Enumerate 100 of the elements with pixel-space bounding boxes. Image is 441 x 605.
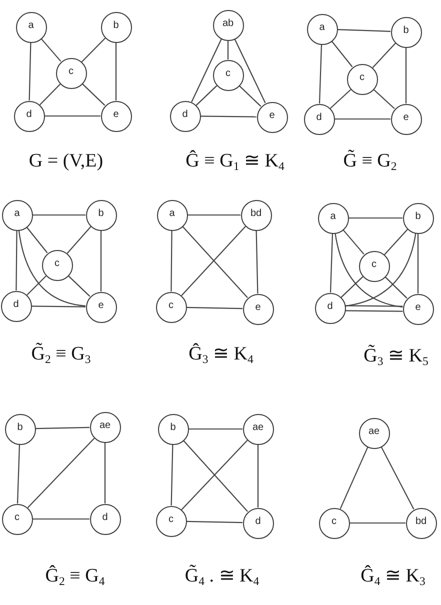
graph-edge [82, 83, 106, 106]
graph-edge [35, 426, 90, 430]
graph-edge [32, 214, 86, 216]
vertex-circle [170, 100, 200, 132]
graph-edge [227, 40, 229, 60]
vertex-label: e [403, 112, 409, 122]
graph-caption: Ĝ$_{4}$ ≅ K$_{3}$ [360, 566, 426, 588]
graph-edge [238, 85, 262, 107]
graph-edge [100, 230, 102, 292]
vertex-label: c [372, 260, 376, 270]
vertex-label: a [14, 208, 20, 218]
graph-edge [257, 444, 259, 508]
vertex-label: d [255, 516, 261, 526]
vertex-circle [242, 414, 274, 444]
graph-edge [200, 116, 256, 118]
graph-edge [170, 230, 172, 292]
vertex-circle [402, 202, 434, 234]
vertex-label: b [17, 422, 23, 432]
curved-edge [18, 230, 86, 306]
graph-edge [373, 89, 395, 109]
graph-edge [337, 29, 391, 32]
graph-edge [342, 229, 364, 255]
vertex-circle [306, 14, 338, 44]
vertex-circle [242, 508, 274, 538]
graph-edge [340, 446, 368, 510]
graph-edge [26, 226, 48, 254]
vertex-label: e [269, 110, 275, 120]
vertex-circle [90, 504, 120, 534]
vertex-circle [346, 64, 378, 94]
vertex-circle [390, 104, 422, 134]
vertex-circle [156, 292, 186, 322]
vertex-label: d [316, 112, 322, 122]
graph-edge [188, 214, 240, 216]
graph-edge [28, 42, 32, 101]
vertex-label: bd [415, 516, 427, 526]
vertex-label: e [98, 300, 104, 310]
vertex-label: d [13, 300, 19, 310]
vertex-label: d [102, 512, 108, 522]
graph-caption: Ĝ ≡ G$_{1}$ ≅ K$_{4}$ [186, 152, 284, 172]
graph-edge [66, 226, 92, 254]
vertex-label: b [403, 26, 409, 36]
graph-edge [417, 234, 419, 294]
vertex-circle [212, 60, 244, 90]
graph-caption: Ĝ$_{2}$ ≡ G$_{4}$ [45, 566, 105, 588]
vertex-circle [100, 12, 132, 42]
graph-edge [39, 84, 61, 106]
graph-edge [372, 42, 396, 68]
graph-edge [191, 38, 222, 102]
graph-edge [234, 38, 266, 104]
vertex-label: b [98, 208, 104, 218]
graph-caption: G̃ ≡ G$_{2}$ [343, 152, 397, 172]
vertex-circle [4, 414, 36, 444]
vertex-circle [240, 200, 272, 230]
vertex-label: b [415, 212, 421, 222]
graph-edge [188, 428, 242, 430]
vertex-circle [56, 58, 86, 88]
vertex-label: e [113, 110, 119, 120]
graph-edge [68, 275, 90, 297]
graph-edge [345, 310, 403, 312]
vertex-circle [2, 200, 32, 230]
vertex-label: c [68, 66, 74, 76]
graph-edge [81, 38, 106, 62]
graph-caption: G̃$_{3}$ ≅ K$_{5}$ [364, 346, 428, 368]
vertex-label: c [168, 300, 174, 310]
vertex-circle [318, 508, 350, 538]
vertex-label: c [168, 514, 174, 524]
graph-edge [115, 42, 117, 100]
vertex-circle [156, 506, 186, 536]
vertex-label: d [327, 302, 333, 312]
vertex-label: a [28, 20, 34, 30]
graph-edge [384, 229, 408, 255]
graph-edge [186, 520, 243, 524]
graph-edge [334, 118, 390, 120]
curved-edge [334, 233, 403, 308]
vertex-circle [314, 292, 346, 324]
graph-edge [380, 446, 414, 510]
graph-edge [318, 44, 322, 104]
graph-edge [350, 522, 406, 524]
graph-edge [32, 306, 86, 308]
vertex-circle [14, 100, 44, 132]
vertex-circle [86, 200, 116, 230]
vertex-circle [390, 16, 422, 48]
graph-edge [104, 442, 106, 504]
vertex-circle [402, 294, 434, 324]
graph-edge [196, 85, 218, 106]
graph-edge [330, 89, 352, 109]
vertex-circle [42, 250, 72, 280]
graph-edge [330, 233, 334, 293]
graph-edge [405, 48, 407, 104]
graph-edge [348, 217, 402, 219]
graph-edge [40, 38, 62, 62]
vertex-label: c [360, 72, 364, 82]
vertex-label: ab [222, 18, 234, 28]
graph-edge [340, 276, 364, 298]
vertex-circle [2, 504, 32, 534]
graph-caption: G̃$_{2}$ ≡ G$_{3}$ [31, 344, 91, 366]
graph-edge [27, 438, 95, 508]
vertex-label: b [113, 20, 119, 30]
vertex-circle [358, 418, 390, 448]
vertex-label: e [255, 302, 261, 312]
